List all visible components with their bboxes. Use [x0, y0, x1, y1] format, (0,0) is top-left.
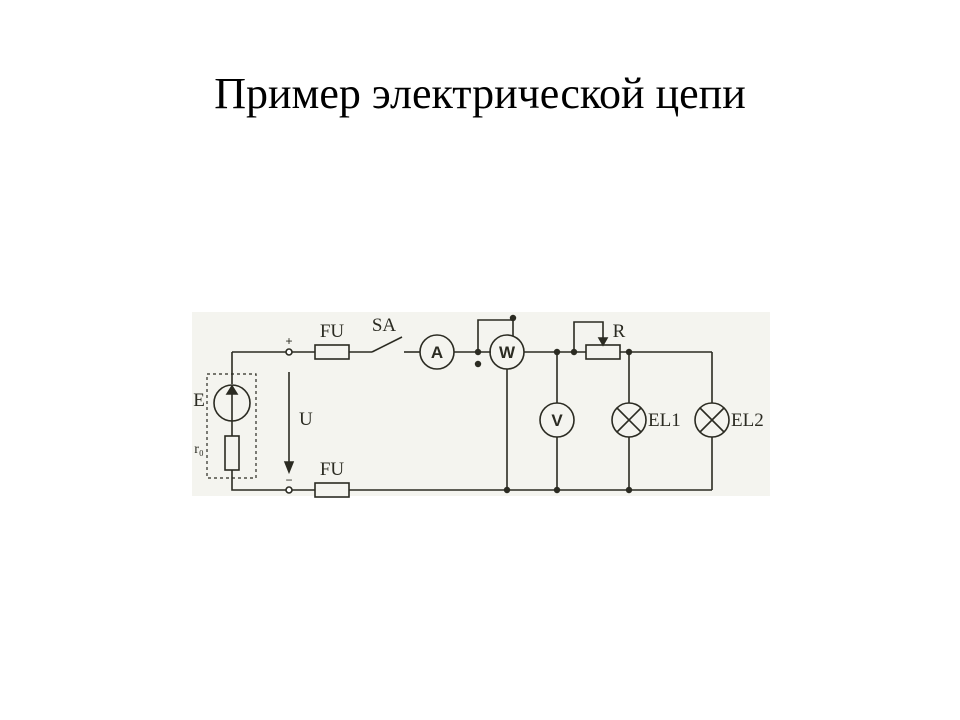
lamp2-label: EL2: [731, 410, 764, 431]
junction-dot: [625, 486, 633, 494]
diagram-background: [192, 312, 770, 496]
wattmeter-voltage-coil: [477, 319, 514, 352]
switch-label: SA: [372, 315, 397, 336]
lamp2-circle: [694, 402, 730, 438]
wattmeter-polarity-dot: [474, 360, 482, 368]
wattmeter-symbol: W: [499, 343, 516, 362]
voltage-label: U: [299, 409, 313, 430]
fuse-bottom-label: FU: [320, 459, 345, 480]
ammeter-symbol: A: [431, 343, 443, 362]
terminal-plus: [285, 348, 293, 356]
lamp1-cross: [616, 407, 642, 433]
lamp1-label: EL1: [648, 410, 681, 431]
junction-dot: [474, 348, 482, 356]
junction-dot: [570, 348, 578, 356]
junction-dot: [625, 348, 633, 356]
lamp1-circle: [611, 402, 647, 438]
source-wire-left: [231, 352, 289, 491]
rheostat-wiper: [573, 321, 604, 352]
terminal-minus: [285, 486, 293, 494]
rheostat-wiper-arrowhead: [597, 337, 609, 347]
lamp2-cross: [699, 407, 725, 433]
voltage-arrowhead: [283, 461, 295, 475]
resistor-label: R: [613, 321, 626, 342]
fuse-top-label: FU: [320, 321, 345, 342]
terminal-minus-label: −: [285, 473, 292, 487]
internal-resistance-label: r₀: [194, 442, 204, 457]
switch-blade: [371, 336, 403, 353]
junction-dot: [503, 486, 511, 494]
voltmeter-circle: [539, 402, 575, 438]
slide-title: Пример электрической цепи: [214, 69, 746, 118]
junction-dot: [553, 486, 561, 494]
voltmeter-symbol: V: [551, 411, 563, 430]
junction-dot: [553, 348, 561, 356]
internal-resistor: [224, 435, 240, 471]
emf-source-arrowhead: [225, 384, 239, 395]
source-label: E: [193, 390, 205, 411]
terminal-plus-label: +: [285, 334, 292, 348]
wattmeter-polarity-dot: [509, 314, 517, 322]
